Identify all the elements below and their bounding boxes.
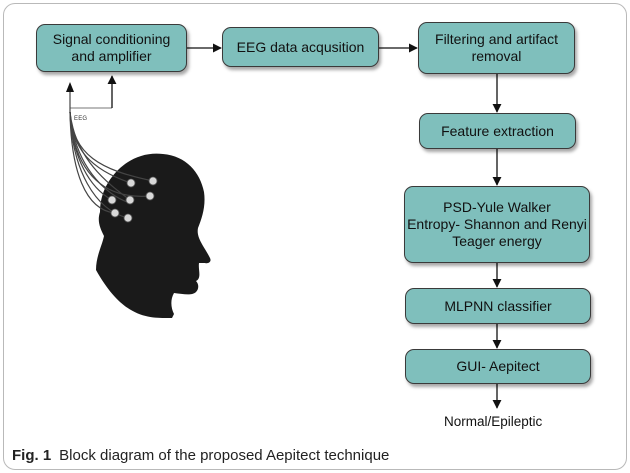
node-signal-conditioning: Signal conditioning and amplifier — [36, 24, 187, 72]
caption-label: Fig. 1 — [12, 447, 52, 464]
node-eeg-acquisition: EEG data acqusition — [222, 27, 379, 67]
node-filtering-label: Filtering and artifact removal — [435, 31, 558, 64]
node-classifier-label: MLPNN classifier — [444, 297, 552, 314]
node-filtering: Filtering and artifact removal — [418, 22, 575, 74]
output-label: Normal/Epileptic — [444, 414, 543, 429]
eeg-wire-label: EEG — [74, 116, 88, 122]
node-gui: GUI- Aepitect — [405, 349, 591, 384]
node-gui-label: GUI- Aepitect — [456, 358, 540, 374]
node-feature-extraction-label: Feature extraction — [441, 122, 554, 139]
node-features: PSD-Yule Walker Entropy- Shannon and Ren… — [404, 186, 590, 263]
caption-text: Block diagram of the proposed Aepitect t… — [59, 447, 390, 464]
node-signal-conditioning-label: Signal conditioning and amplifier — [52, 31, 171, 64]
node-features-label: PSD-Yule Walker Entropy- Shannon and Ren… — [407, 199, 587, 249]
node-classifier: MLPNN classifier — [405, 288, 591, 324]
head-icon — [66, 82, 211, 319]
figure-caption: Fig. 1 Block diagram of the proposed Aepi… — [12, 447, 389, 464]
node-feature-extraction: Feature extraction — [419, 113, 576, 149]
node-eeg-acquisition-label: EEG data acqusition — [236, 38, 365, 55]
